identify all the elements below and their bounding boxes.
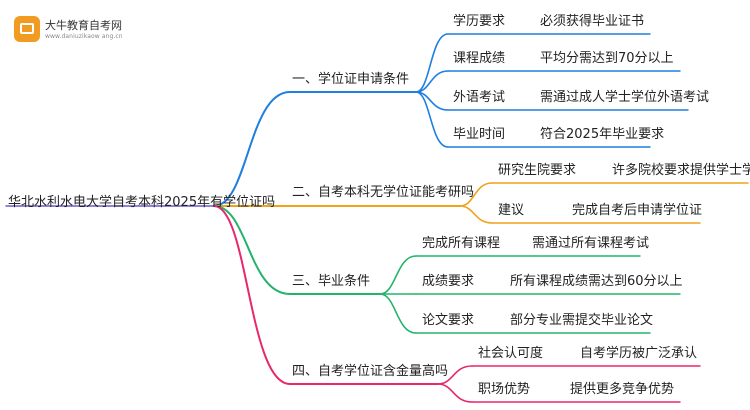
branch-3-child-2-detail: 所有课程成绩需达到60分以上 bbox=[510, 274, 683, 289]
branch-1-child-4-detail: 符合2025年毕业要求 bbox=[540, 127, 665, 142]
branch-3-connector bbox=[213, 205, 291, 295]
branch-3-label: 三、毕业条件 bbox=[292, 274, 371, 289]
branch-4-child-1-connector bbox=[437, 365, 473, 385]
logo-url: www.daniuzikaow ang.cn bbox=[45, 33, 123, 40]
logo-icon bbox=[14, 16, 40, 42]
branch-4-label: 四、自考学位证含金量高吗 bbox=[292, 364, 449, 379]
branch-3-child-2-label: 成绩要求 bbox=[422, 274, 475, 289]
branch-4-child-1-detail: 自考学历被广泛承认 bbox=[580, 346, 698, 361]
branch-1-child-2-detail: 平均分需达到70分以上 bbox=[540, 51, 674, 66]
branch-3-child-3-connector bbox=[379, 293, 417, 334]
branch-2-child-1-connector bbox=[459, 182, 493, 207]
branch-1-child-4-connector bbox=[415, 91, 449, 148]
branch-1-child-1-label: 学历要求 bbox=[453, 14, 506, 29]
branch-3-child-1-label: 完成所有课程 bbox=[422, 236, 501, 251]
branch-3-child-1-connector bbox=[379, 255, 417, 295]
logo-name: 大牛教育自考网 bbox=[45, 19, 122, 32]
site-logo: 大牛教育自考网 www.daniuzikaow ang.cn bbox=[14, 14, 126, 48]
branch-1-child-3-detail: 需通过成人学士学位外语考试 bbox=[540, 90, 710, 105]
branch-2-label: 二、自考本科无学位证能考研吗 bbox=[292, 185, 475, 200]
branch-2-child-2-connector bbox=[459, 205, 493, 224]
branch-4-child-2-detail: 提供更多竞争优势 bbox=[570, 382, 675, 397]
branch-3-child-3-detail: 部分专业需提交毕业论文 bbox=[510, 313, 654, 328]
branch-4-child-2-label: 职场优势 bbox=[478, 382, 531, 397]
branch-1-child-2-connector bbox=[415, 70, 449, 93]
branch-4-child-1-label: 社会认可度 bbox=[478, 346, 544, 361]
branch-2-child-2-detail: 完成自考后申请学位证 bbox=[572, 203, 703, 218]
branch-3-child-3-label: 论文要求 bbox=[422, 313, 475, 328]
branch-4-child-2-connector bbox=[437, 383, 473, 403]
branch-2-child-1-label: 研究生院要求 bbox=[498, 163, 577, 178]
branch-1-child-3-label: 外语考试 bbox=[453, 90, 506, 105]
branch-2-child-1-detail: 许多院校要求提供学士学位证 bbox=[612, 163, 750, 178]
branch-4-connector bbox=[213, 205, 291, 385]
branch-1-label: 一、学位证申请条件 bbox=[292, 72, 410, 87]
branch-1-child-2-label: 课程成绩 bbox=[453, 51, 506, 66]
branch-1-child-1-detail: 必须获得毕业证书 bbox=[540, 14, 645, 29]
branch-1-child-1-connector bbox=[415, 33, 449, 93]
branch-1-connector bbox=[213, 91, 291, 207]
branch-3-child-1-detail: 需通过所有课程考试 bbox=[532, 236, 650, 251]
root-topic: 华北水利水电大学自考本科2025年有学位证吗 bbox=[8, 195, 276, 210]
branch-2-child-2-label: 建议 bbox=[498, 203, 525, 218]
branch-1-child-4-label: 毕业时间 bbox=[453, 127, 506, 142]
